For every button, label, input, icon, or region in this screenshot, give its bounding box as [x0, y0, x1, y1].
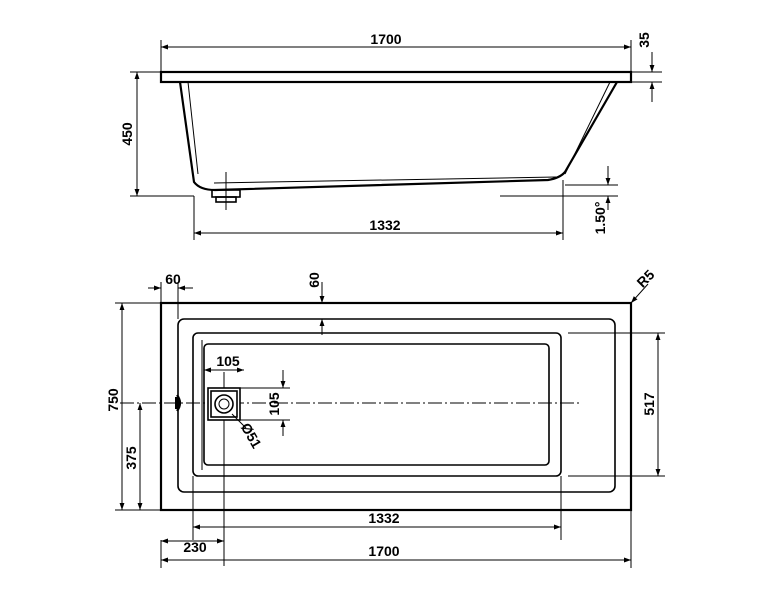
- side-view-rim: [159, 70, 633, 84]
- side-view-tub-body: [178, 81, 618, 192]
- dim-drain-center-from-edge: 375: [123, 446, 139, 470]
- dim-top-bottom-length: 1332: [368, 510, 399, 526]
- dim-inner-width: 517: [641, 392, 657, 416]
- dim-top-overall-length: 1700: [368, 543, 399, 559]
- dim-corner-radius: R5: [633, 266, 657, 290]
- top-view-basin: [192, 332, 562, 477]
- dim-side-bottom-length: 1332: [369, 217, 400, 233]
- dim-rim-thickness: 35: [636, 32, 652, 48]
- top-view-outer-rim: [159, 301, 633, 512]
- drain-fitting: [211, 172, 241, 210]
- dim-drain-offset-x: 105: [216, 353, 240, 369]
- dim-rim-left: 60: [165, 271, 181, 287]
- dim-rim-top: 60: [306, 272, 322, 288]
- dim-drain-offset-y: 105: [266, 392, 282, 416]
- dim-slope: 1.50°: [592, 202, 608, 235]
- dim-side-overall-length: 1700: [370, 31, 401, 47]
- dim-drain-position: 230: [183, 539, 207, 555]
- drain-outlet: [207, 372, 241, 421]
- dim-drain-diameter: Ø51: [238, 420, 265, 451]
- side-view: 1700 35 450 1332 1.50°: [119, 31, 662, 240]
- dim-side-height: 450: [119, 122, 135, 146]
- top-view: 60 60 R5 750 375 105 105 Ø51 517: [105, 266, 665, 568]
- dim-top-width: 750: [105, 388, 121, 412]
